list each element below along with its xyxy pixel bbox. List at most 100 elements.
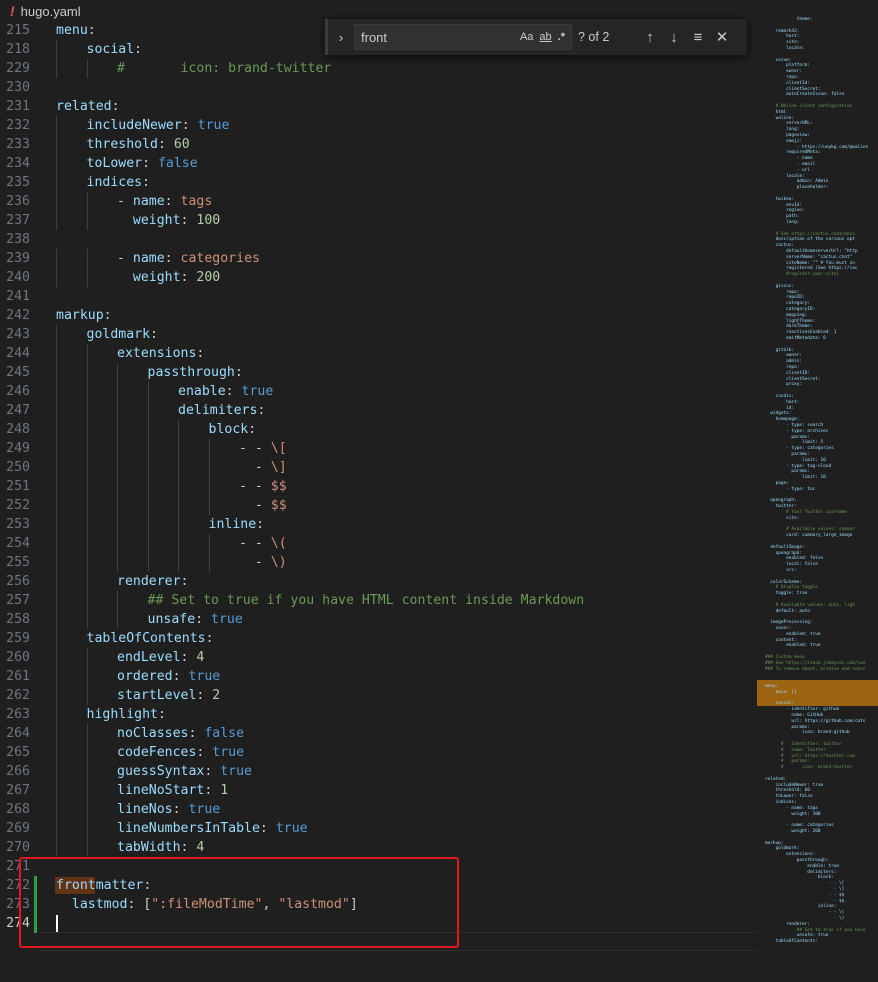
- code-text: noClasses: false: [117, 724, 244, 743]
- line-number: 247: [6, 403, 30, 418]
- line-number: 272: [6, 878, 30, 893]
- indent-guide: [147, 534, 149, 553]
- breadcrumb-filename[interactable]: hugo.yaml: [20, 3, 81, 19]
- find-input-value[interactable]: front: [361, 29, 388, 45]
- code-line[interactable]: 254- - \(: [0, 534, 757, 553]
- minimap-line: - name: categories: [765, 823, 834, 829]
- code-line[interactable]: 249- - \[: [0, 439, 757, 458]
- minimap[interactable]: theme: remark42: host: site: locale: vss…: [757, 0, 878, 982]
- code-token: :: [225, 384, 242, 399]
- minimap-line: - - \(: [765, 910, 845, 916]
- minimap-line: block:: [765, 875, 834, 881]
- minimap-line: gitalk:: [765, 347, 795, 353]
- line-number: 267: [6, 783, 30, 798]
- indent-guide: [56, 610, 57, 629]
- find-widget[interactable]: › front Aa ab .* ? of 2 ↑ ↓ ≡ ✕: [325, 19, 747, 55]
- toggle-replace-chevron-icon[interactable]: ›: [338, 29, 344, 45]
- minimap-line: enable: true: [765, 863, 840, 869]
- code-text: lineNumbersInTable: true: [117, 819, 308, 838]
- code-token: true: [220, 764, 252, 779]
- breadcrumb[interactable]: ! hugo.yaml: [0, 0, 878, 22]
- minimap-line: # Available values: auto, ligh: [765, 602, 855, 608]
- minimap-line: placeholder:: [765, 185, 829, 191]
- next-match-arrow-down-icon[interactable]: ↓: [670, 28, 678, 46]
- previous-match-arrow-up-icon[interactable]: ↑: [646, 28, 654, 46]
- code-line[interactable]: 241: [0, 287, 757, 306]
- minimap-line: categoryID:: [765, 307, 816, 312]
- code-token: :: [172, 802, 189, 817]
- code-token: :: [164, 194, 181, 209]
- code-line[interactable]: 237 weight: 100: [0, 211, 757, 230]
- minimap-line: menu:: [765, 684, 779, 689]
- code-line[interactable]: 238: [0, 230, 757, 249]
- code-line[interactable]: 271: [0, 857, 757, 876]
- indent-guide: [56, 800, 57, 819]
- code-text: enable: true: [178, 382, 273, 401]
- minimap-line: main: []: [765, 689, 797, 695]
- code-line[interactable]: 251- - $$: [0, 477, 757, 496]
- code-token: tags: [180, 194, 213, 209]
- match-case-button[interactable]: Aa: [519, 31, 534, 43]
- code-line[interactable]: 274: [0, 914, 757, 933]
- code-line[interactable]: 229# icon: brand-twitter: [0, 59, 757, 78]
- code-token: frontmatter: [56, 878, 144, 893]
- find-in-selection-icon[interactable]: ≡: [693, 28, 703, 46]
- code-line[interactable]: 239- name: categories: [0, 249, 757, 268]
- code-line[interactable]: 250 - \]: [0, 458, 757, 477]
- use-regex-button[interactable]: .*: [557, 31, 565, 43]
- indent-guide: [117, 477, 118, 496]
- minimap-line: # Your Twitter username: [765, 510, 847, 515]
- minimap-line: # Waline client configuration: [765, 104, 853, 109]
- close-find-icon[interactable]: ✕: [715, 29, 729, 46]
- code-token: markup: [56, 308, 104, 323]
- code-line[interactable]: 236- name: tags: [0, 192, 757, 211]
- code-line[interactable]: 273 lastmod: [":fileModTime", "lastmod"]: [0, 895, 757, 914]
- code-token: false: [157, 156, 198, 171]
- code-line[interactable]: 255 - \): [0, 553, 757, 572]
- minimap-line: enabled: false: [765, 556, 824, 562]
- code-line[interactable]: 240 weight: 200: [0, 268, 757, 287]
- line-number: 240: [6, 270, 30, 285]
- code-line[interactable]: 252 - $$: [0, 496, 757, 515]
- indent-guide: [147, 496, 149, 515]
- code-line[interactable]: 257## Set to true if you have HTML conte…: [0, 591, 757, 610]
- minimap-line: extensions:: [765, 852, 816, 858]
- code-line[interactable]: 230: [0, 78, 757, 97]
- match-whole-word-button[interactable]: ab: [539, 31, 552, 43]
- code-text: - name: categories: [117, 249, 260, 268]
- find-input[interactable]: front Aa ab .*: [354, 24, 572, 50]
- indent-guide: [208, 477, 210, 496]
- line-number: 234: [6, 156, 30, 171]
